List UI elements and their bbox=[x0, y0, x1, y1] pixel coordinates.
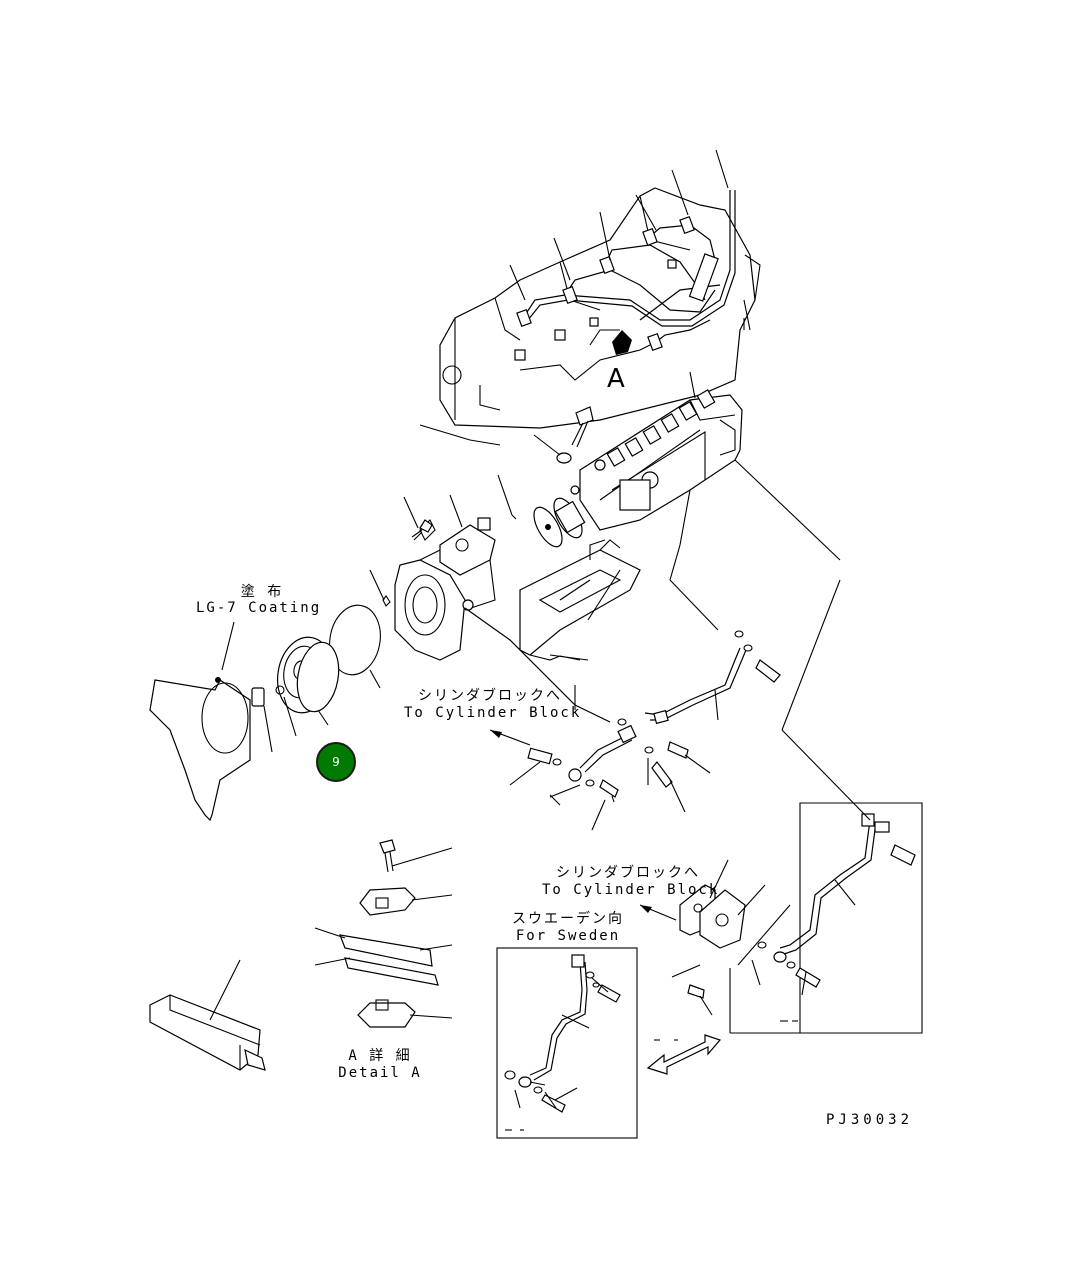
cylinder-block-label-2-en: To Cylinder Block bbox=[542, 882, 720, 898]
cylinder-block-label-1-en: To Cylinder Block bbox=[404, 705, 582, 721]
drive-gear bbox=[277, 636, 340, 714]
front-plate bbox=[149, 677, 251, 822]
injection-lines bbox=[514, 190, 736, 361]
cylinder-block-label-1-jp: シリンダブロックへ bbox=[418, 688, 562, 704]
oil-line-to-cylinder bbox=[464, 579, 747, 773]
engine-bolt bbox=[556, 406, 594, 464]
coupling bbox=[533, 497, 586, 548]
leader-lines bbox=[209, 149, 871, 1131]
flange-plate bbox=[679, 884, 746, 1016]
shaft-part bbox=[149, 994, 266, 1071]
injection-pump bbox=[570, 389, 743, 531]
callout-badge[interactable]: 9 bbox=[316, 742, 356, 782]
right-detail-box bbox=[729, 802, 923, 1034]
fittings bbox=[527, 630, 781, 803]
detail-a-label-en: Detail A bbox=[338, 1065, 422, 1081]
housing-bolts bbox=[382, 514, 517, 607]
sweden-label-en: For Sweden bbox=[515, 928, 621, 944]
view-a-label: A bbox=[607, 364, 625, 394]
engine-block bbox=[419, 187, 761, 446]
drawing-number: PJ30032 bbox=[826, 1112, 914, 1128]
o-ring bbox=[329, 604, 381, 676]
pump-bracket bbox=[519, 539, 641, 661]
callout-number: 9 bbox=[332, 755, 340, 769]
sweden-label-jp: スウエーデン向 bbox=[512, 911, 624, 927]
swap-arrow bbox=[646, 1034, 722, 1075]
coating-label-jp: 塗 布 bbox=[240, 584, 284, 600]
washer bbox=[275, 685, 285, 695]
detail-a bbox=[339, 839, 439, 1028]
sweden-box bbox=[496, 947, 638, 1139]
cylinder-block-label-2-jp: シリンダブロックへ bbox=[556, 865, 700, 881]
nut bbox=[251, 687, 265, 707]
detail-a-label-jp: A 詳 細 bbox=[348, 1048, 412, 1064]
coating-label-en: LG-7 Coating bbox=[196, 600, 322, 616]
drive-housing bbox=[394, 517, 496, 661]
